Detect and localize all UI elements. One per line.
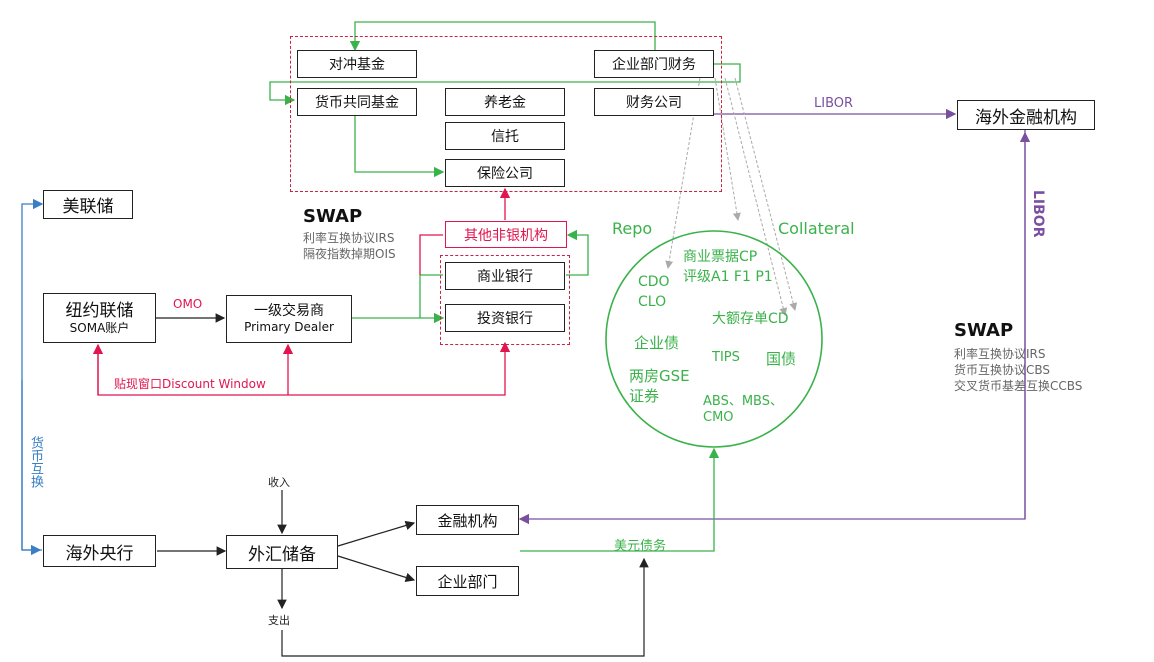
swap-left-line-2: 隔夜指数掉期OIS bbox=[303, 247, 396, 261]
node-ny-fed[interactable]: 纽约联储 SOMA账户 bbox=[43, 293, 156, 343]
collateral-cp: 商业票据CP bbox=[683, 249, 758, 265]
node-trust[interactable]: 信托 bbox=[445, 122, 565, 150]
collateral-gse-1: 两房GSE bbox=[629, 367, 690, 385]
node-fx-reserve[interactable]: 外汇储备 bbox=[226, 535, 338, 569]
collateral-abs: ABS、MBS、 bbox=[703, 394, 783, 409]
collateral-cmo: CMO bbox=[703, 410, 734, 425]
currency-swap-label: 货币互换 bbox=[28, 436, 43, 488]
collateral-corp-bond: 企业债 bbox=[634, 334, 680, 352]
discount-window-label: 贴现窗口Discount Window bbox=[114, 377, 266, 391]
collateral-treasury: 国债 bbox=[766, 350, 797, 368]
node-primary-dealer[interactable]: 一级交易商 Primary Dealer bbox=[226, 295, 352, 343]
node-corporate-sector[interactable]: 企业部门 bbox=[416, 566, 519, 596]
ny-fed-title: 纽约联储 bbox=[65, 300, 134, 321]
collateral-tips: TIPS bbox=[712, 350, 740, 365]
ny-fed-sub: SOMA账户 bbox=[69, 321, 130, 335]
node-commercial-bank[interactable]: 商业银行 bbox=[445, 262, 565, 290]
swap-right-line-1: 利率互换协议IRS bbox=[954, 347, 1046, 361]
swap-left-line-1: 利率互换协议IRS bbox=[303, 231, 395, 245]
nonbank-group-frame bbox=[290, 36, 722, 192]
node-other-nonbank[interactable]: 其他非银机构 bbox=[445, 221, 567, 248]
collateral-rating: 评级A1 F1 P1 bbox=[683, 269, 773, 285]
node-insurance[interactable]: 保险公司 bbox=[445, 159, 565, 187]
libor-h-label: LIBOR bbox=[814, 96, 854, 111]
node-overseas-fi[interactable]: 海外金融机构 bbox=[957, 100, 1095, 130]
income-label: 收入 bbox=[268, 476, 290, 489]
bank-group-frame bbox=[440, 255, 570, 345]
expense-label: 支出 bbox=[268, 614, 290, 627]
swap-right-line-3: 交叉货币基差互换CCBS bbox=[954, 379, 1083, 393]
collateral-label: Collateral bbox=[778, 219, 855, 238]
dealer-title: 一级交易商 bbox=[254, 303, 324, 320]
repo-label: Repo bbox=[612, 219, 653, 238]
node-finance-company[interactable]: 财务公司 bbox=[594, 88, 714, 116]
swap-left-title: SWAP bbox=[303, 206, 363, 227]
node-financial-inst[interactable]: 金融机构 bbox=[416, 505, 519, 535]
node-investment-bank[interactable]: 投资银行 bbox=[445, 304, 565, 332]
swap-right-line-2: 货币互换协议CBS bbox=[954, 363, 1051, 377]
swap-right-title: SWAP bbox=[954, 320, 1014, 341]
node-fed[interactable]: 美联储 bbox=[43, 190, 133, 219]
usd-debt-label: 美元债务 bbox=[614, 539, 667, 554]
node-pension[interactable]: 养老金 bbox=[445, 88, 565, 116]
collateral-cd: 大额存单CD bbox=[712, 311, 789, 327]
collateral-gse-2: 证券 bbox=[629, 387, 660, 405]
node-hedge-fund[interactable]: 对冲基金 bbox=[297, 50, 417, 78]
dealer-sub: Primary Dealer bbox=[244, 320, 334, 335]
node-foreign-cb[interactable]: 海外央行 bbox=[43, 535, 156, 567]
omo-label: OMO bbox=[173, 297, 203, 311]
node-money-fund[interactable]: 货币共同基金 bbox=[297, 88, 417, 116]
collateral-circle bbox=[605, 230, 823, 448]
collateral-clo: CLO bbox=[638, 294, 667, 310]
node-corporate-finance[interactable]: 企业部门财务 bbox=[594, 50, 714, 78]
libor-v-label: LIBOR bbox=[1030, 190, 1046, 238]
collateral-cdo: CDO bbox=[638, 274, 670, 290]
